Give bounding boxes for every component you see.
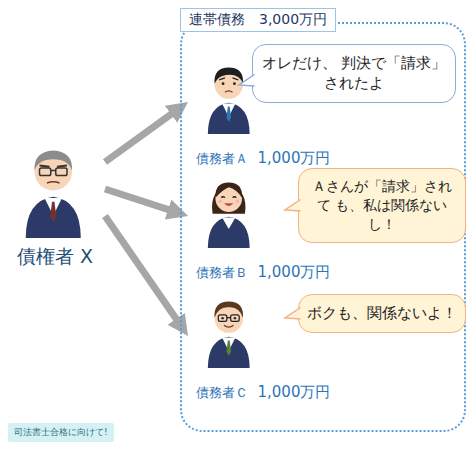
- speech-bubble: ボクも、関係ないよ！: [298, 294, 466, 333]
- bubble-tail: [284, 306, 301, 322]
- bubble-text: ボクも、関係ないよ！: [307, 303, 457, 323]
- amount-label: 1,000万円: [258, 383, 331, 402]
- claim-arrow: [105, 108, 180, 162]
- speech-bubble: オレだけ、 判決で「請求」されたよ: [252, 44, 456, 103]
- creditor-node: 債権者 X: [5, 135, 105, 270]
- creditor-figure: [26, 151, 81, 239]
- speech-bubble: Ａさんが「請求」されて も、私は関係ないし！: [298, 168, 466, 243]
- watermark-badge: 司法書士合格に向けて!: [8, 423, 114, 442]
- debtor-b-figure: [208, 182, 250, 248]
- label-row: 債務者Ａ 1,000万円: [196, 149, 331, 168]
- amount-label: 1,000万円: [258, 149, 331, 168]
- label-row: 債務者Ｃ 1,000万円: [196, 383, 331, 402]
- joint-debt-group: 連帯債務 3,000万円債務者Ａ1,000万円オレだけ、 判決で「請求」されたよ…: [180, 22, 466, 432]
- bubble-text: オレだけ、 判決で「請求」されたよ: [261, 53, 447, 94]
- group-heading: 連帯債務 3,000万円: [180, 8, 336, 32]
- claim-arrow: [105, 216, 182, 328]
- bubble-text: Ａさんが「請求」されて も、私は関係ないし！: [307, 177, 457, 234]
- label-row: 債権者 X: [17, 244, 93, 270]
- bubble-tail: [284, 198, 301, 214]
- bubble-tail: [238, 73, 255, 89]
- role-label: 債務者Ａ: [196, 150, 248, 168]
- role-label: 債務者Ｂ: [196, 264, 248, 282]
- amount-label: 1,000万円: [258, 263, 331, 282]
- role-label: 債務者Ｃ: [196, 384, 248, 402]
- debtor-c-figure: [208, 302, 250, 369]
- label-row: 債務者Ｂ 1,000万円: [196, 263, 331, 282]
- role-label: 債権者 X: [17, 244, 93, 270]
- debtor-a-figure: [208, 68, 250, 135]
- claim-arrow: [105, 189, 178, 213]
